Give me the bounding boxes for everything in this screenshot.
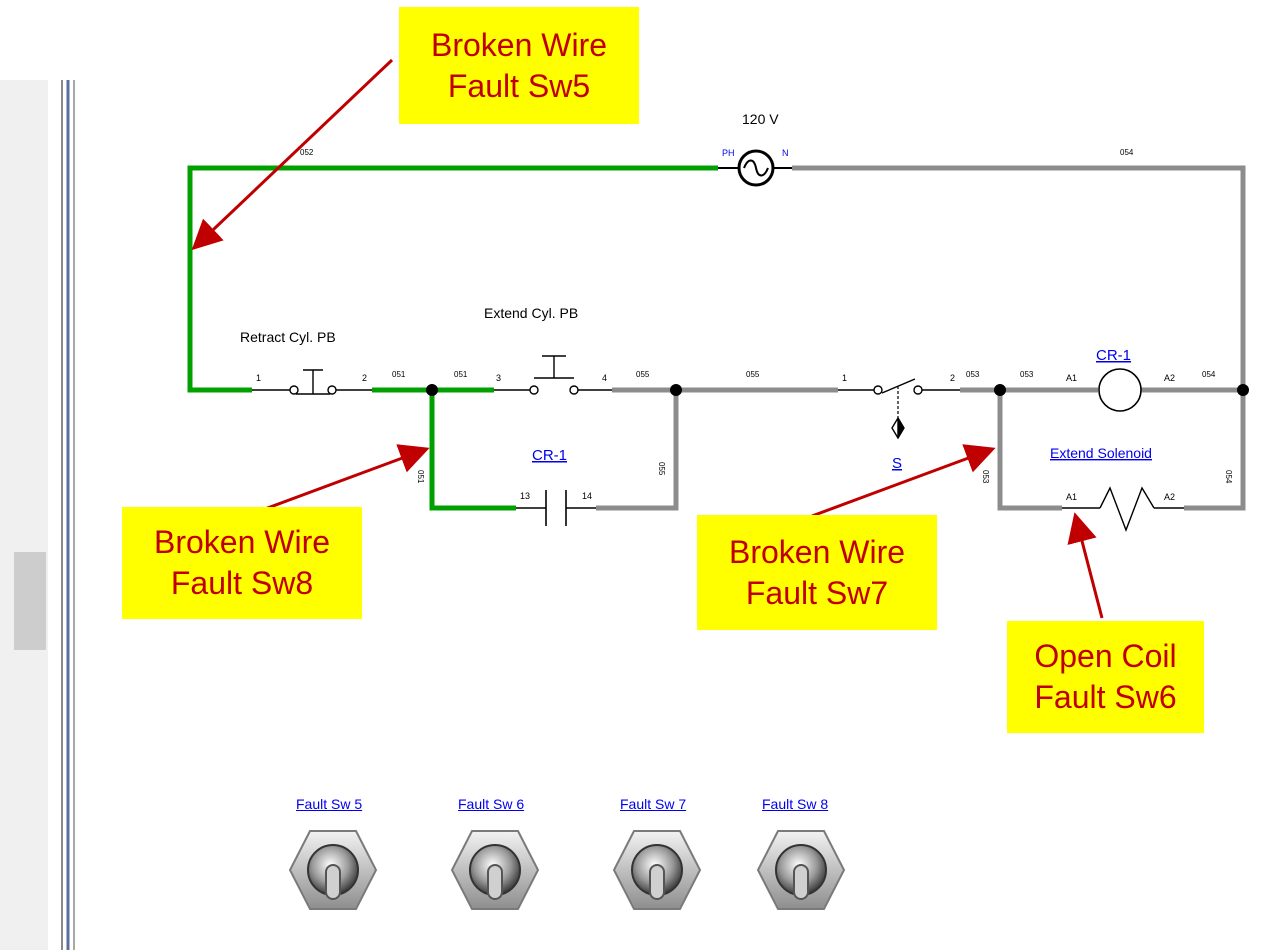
- fault-sw8-toggle[interactable]: [756, 825, 846, 915]
- callout-sw6-line2: Fault Sw6: [1034, 679, 1177, 715]
- wire-label-055a: 055: [636, 370, 650, 379]
- side-panel: [0, 80, 49, 950]
- pressure-switch-label[interactable]: S: [892, 455, 902, 472]
- wire-label-055-vert: 055: [657, 462, 666, 476]
- wire-label-054b: 054: [1202, 370, 1216, 379]
- callout-sw7-line2: Fault Sw7: [745, 574, 889, 611]
- cr1-contact[interactable]: CR-1 13 14: [520, 447, 592, 526]
- fault-sw6-link[interactable]: Fault Sw 6: [458, 796, 525, 812]
- wire-label-051a: 051: [392, 370, 406, 379]
- wire-number-labels: 052 054 051 051 055 055 053 053 054 051 …: [300, 148, 1233, 484]
- fault-sw7-link[interactable]: Fault Sw 7: [620, 796, 687, 812]
- cr1-coil-label[interactable]: CR-1: [1096, 347, 1131, 364]
- wire-label-053b: 053: [1020, 370, 1034, 379]
- device-leads: [252, 389, 1184, 509]
- callout-sw6-line1: Open Coil: [1034, 638, 1177, 674]
- junction-dots: [426, 384, 1249, 396]
- cr1-contact-terminal-14: 14: [582, 491, 592, 501]
- retract-pb-label: Retract Cyl. PB: [240, 329, 336, 345]
- retract-pb-terminal-1: 1: [256, 373, 261, 383]
- window-border: [48, 80, 84, 950]
- extend-pb-terminal-3: 3: [496, 373, 501, 383]
- wire-label-054-vert: 054: [1224, 470, 1233, 484]
- extend-pushbutton[interactable]: Extend Cyl. PB 3 4: [484, 305, 607, 395]
- source-ph-label: PH: [722, 148, 735, 158]
- pressure-switch-terminal-2: 2: [950, 373, 955, 383]
- callout-sw8-line1: Broken Wire: [153, 524, 331, 560]
- ac-source: 120 V PH N: [718, 111, 792, 187]
- arrow-sw5: [191, 58, 394, 251]
- callout-sw8-line2: Fault Sw8: [170, 565, 314, 601]
- cr1-coil-terminal-a1: A1: [1066, 373, 1077, 383]
- solenoid-terminal-a2: A2: [1164, 492, 1175, 502]
- wire-label-052: 052: [300, 148, 314, 157]
- cr1-coil[interactable]: CR-1 A1 A2: [1066, 347, 1175, 412]
- retract-pb-terminal-2: 2: [362, 373, 367, 383]
- cr1-contact-terminal-13: 13: [520, 491, 530, 501]
- callout-sw7-line1: Broken Wire: [728, 533, 906, 570]
- wire-label-055b: 055: [746, 370, 760, 379]
- pressure-switch[interactable]: 1 2 S: [842, 373, 955, 472]
- fault-sw5-link[interactable]: Fault Sw 5: [296, 796, 363, 812]
- arrow-sw7: [811, 444, 996, 518]
- wire-label-051-vert: 051: [416, 470, 425, 484]
- pressure-switch-terminal-1: 1: [842, 373, 847, 383]
- wire-label-051b: 051: [454, 370, 468, 379]
- arrow-sw6: [1067, 512, 1104, 619]
- source-n-label: N: [782, 148, 789, 158]
- extend-pb-label: Extend Cyl. PB: [484, 305, 578, 321]
- wire-label-053-vert: 053: [981, 470, 990, 484]
- wire-label-054: 054: [1120, 148, 1134, 157]
- callout-sw7: Broken Wire Fault Sw7: [697, 515, 937, 630]
- fault-sw8-link[interactable]: Fault Sw 8: [762, 796, 829, 812]
- source-voltage-label: 120 V: [742, 111, 779, 127]
- retract-pushbutton[interactable]: Retract Cyl. PB 1 2: [240, 329, 367, 395]
- callout-arrows: [191, 58, 1104, 619]
- fault-sw5-toggle[interactable]: [288, 825, 378, 915]
- cr1-contact-label[interactable]: CR-1: [532, 447, 567, 464]
- deenergized-wires: [596, 165, 1246, 511]
- extend-pb-terminal-4: 4: [602, 373, 607, 383]
- callout-sw6: Open Coil Fault Sw6: [1007, 621, 1204, 733]
- solenoid-terminal-a1: A1: [1066, 492, 1077, 502]
- arrow-sw8: [245, 444, 430, 518]
- callout-sw5-line2: Fault Sw5: [447, 67, 591, 104]
- fault-sw7-toggle[interactable]: [612, 825, 702, 915]
- wire-label-053a: 053: [966, 370, 980, 379]
- scrollbar-thumb[interactable]: [14, 552, 46, 650]
- solenoid-label[interactable]: Extend Solenoid: [1050, 445, 1152, 461]
- callout-sw8: Broken Wire Fault Sw8: [122, 507, 362, 619]
- cr1-coil-terminal-a2: A2: [1164, 373, 1175, 383]
- callout-sw5-line1: Broken Wire: [430, 26, 608, 63]
- fault-sw6-toggle[interactable]: [450, 825, 540, 915]
- extend-solenoid[interactable]: Extend Solenoid A1 A2: [1050, 445, 1175, 532]
- callout-sw5: Broken Wire Fault Sw5: [399, 7, 639, 124]
